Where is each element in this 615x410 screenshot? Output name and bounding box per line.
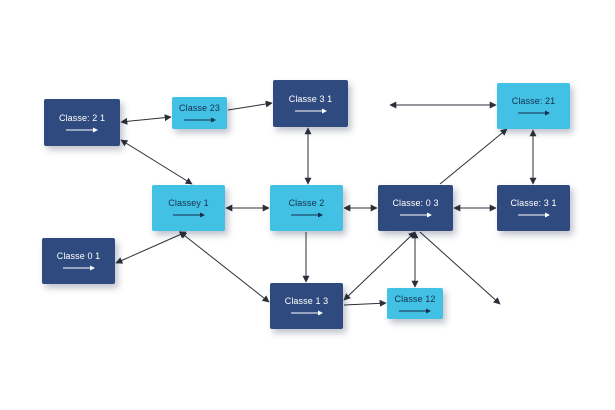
node-classe-31-top[interactable]: Classe 3 1 (273, 80, 348, 127)
edge-ny1-n13 (179, 231, 270, 303)
node-classe-12[interactable]: Classe 12 (387, 288, 443, 319)
node-label: Classey 1 (168, 198, 209, 208)
arrow-right-icon (399, 212, 432, 218)
node-label: Classe 0 1 (56, 251, 101, 261)
arrow-right-icon (62, 265, 95, 271)
arrow-right-icon (290, 212, 323, 218)
node-classe-2[interactable]: Classe 2 (270, 185, 343, 231)
arrow-right-icon (399, 308, 431, 313)
node-classe-21-light[interactable]: Classe: 21 (497, 83, 570, 129)
arrow-right-icon (66, 127, 98, 132)
node-label: Classe 2 (288, 198, 325, 208)
arrow-right-icon (183, 117, 216, 123)
node-classe-31-right[interactable]: Classe: 3 1 (497, 185, 570, 231)
arrow-right-icon (294, 108, 327, 113)
edge-n21a-ny1 (120, 139, 193, 185)
arrow-right-icon (172, 212, 205, 218)
node-label: Classe 23 (179, 103, 220, 113)
node-classe-01[interactable]: Classe 0 1 (42, 238, 115, 284)
arrow-right-icon (290, 310, 323, 316)
edge-ny1-n01 (115, 231, 187, 264)
edge-n13-n12 (343, 299, 387, 307)
edge-n21a-n23 (120, 114, 172, 125)
node-classey-1[interactable]: Classey 1 (152, 185, 225, 231)
node-label: Classe: 0 3 (392, 198, 439, 208)
node-label: Classe: 21 (511, 96, 556, 106)
node-label: Classe: 3 1 (510, 198, 557, 208)
node-classe-23[interactable]: Classe 23 (172, 97, 227, 129)
node-label: Classe: 2 1 (58, 112, 106, 123)
node-classe-13[interactable]: Classe 1 3 (270, 283, 343, 329)
arrow-right-icon (517, 110, 550, 116)
node-label: Classe 3 1 (288, 93, 333, 104)
edge-n03-n13 (343, 231, 416, 301)
edge-n03-dangling-br (419, 231, 501, 305)
node-classe-21-dark[interactable]: Classe: 2 1 (44, 99, 120, 146)
node-label: Classe 1 3 (284, 296, 329, 306)
node-label: Classe 12 (394, 293, 436, 304)
edge-n03-n21b (439, 128, 508, 185)
arrow-right-icon (517, 212, 550, 218)
node-classe-03[interactable]: Classe: 0 3 (378, 185, 453, 231)
edge-n23-n31a (227, 100, 273, 111)
